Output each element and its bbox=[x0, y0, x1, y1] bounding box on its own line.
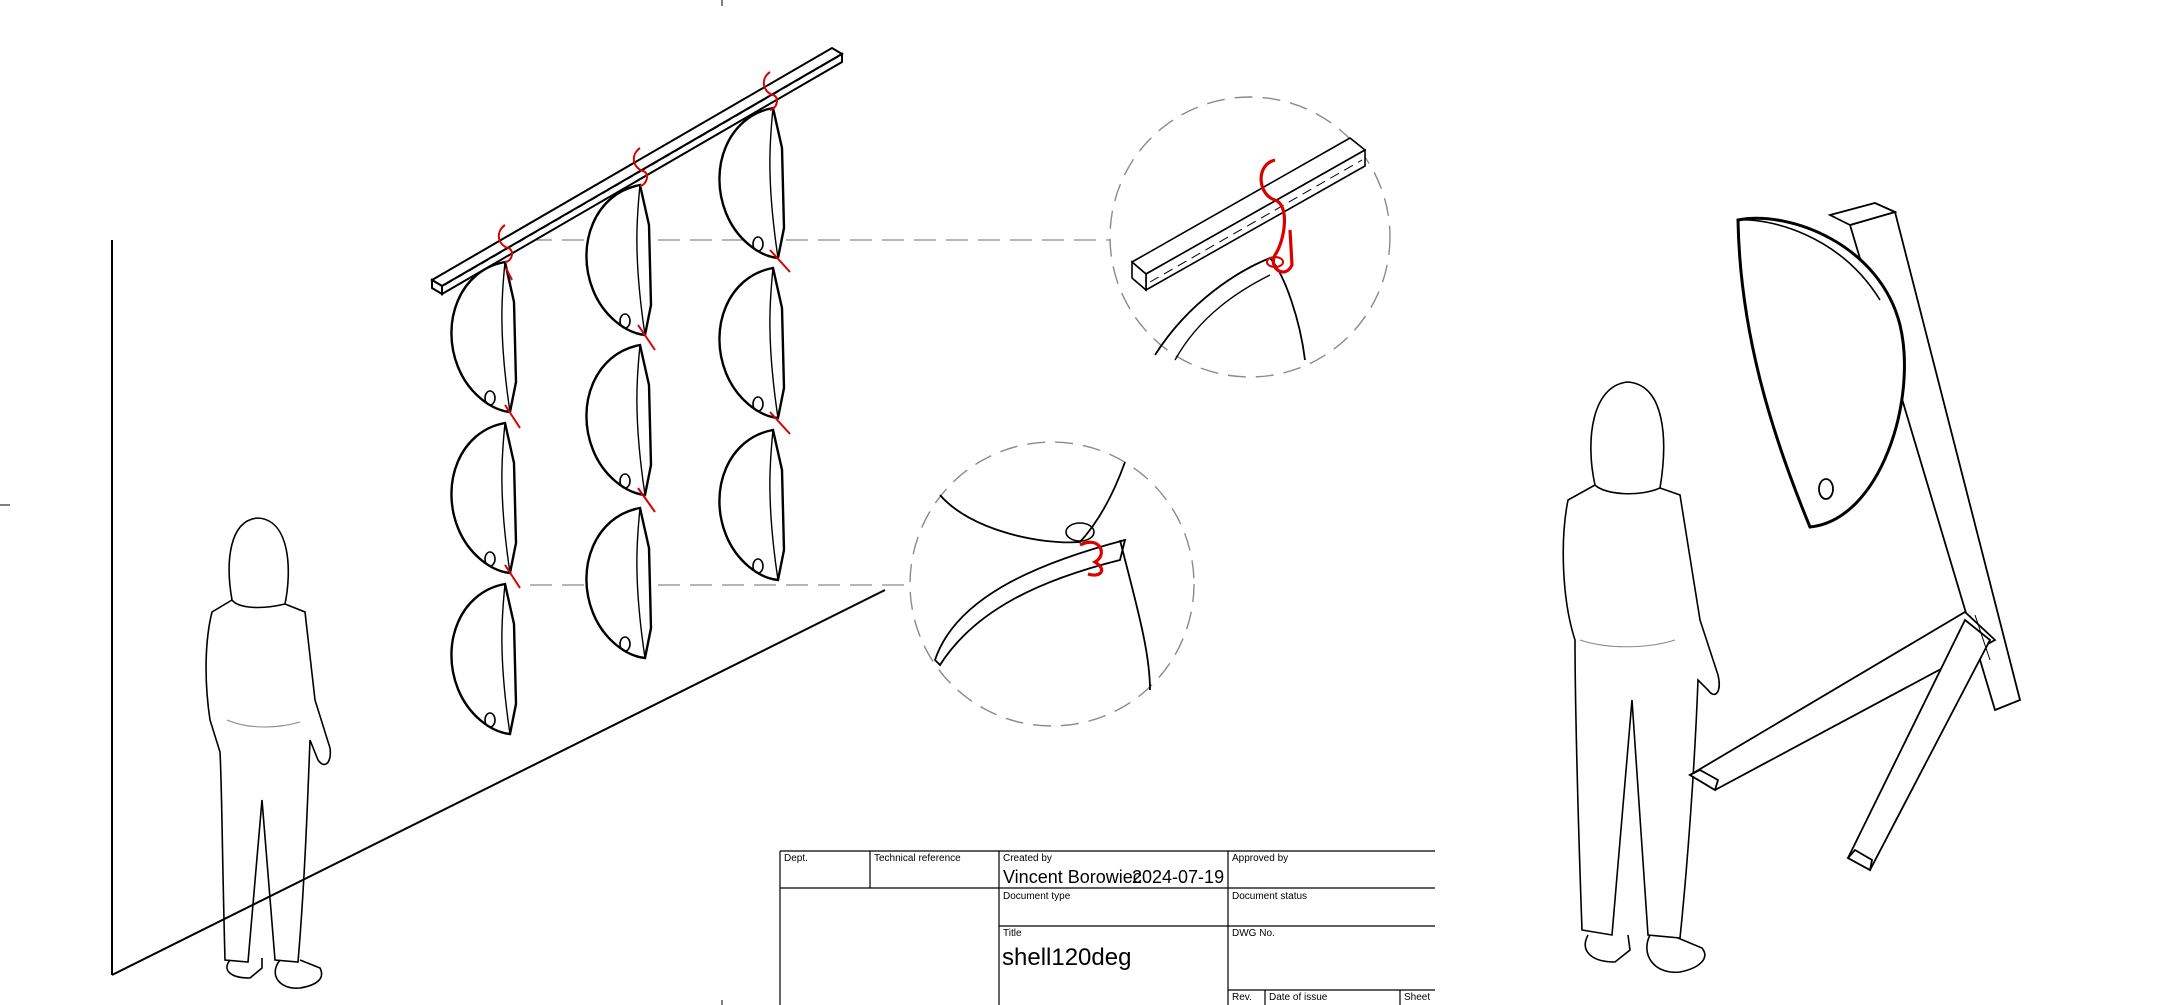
document-status-label: Document status bbox=[1232, 891, 1308, 902]
dept-label: Dept. bbox=[784, 853, 808, 864]
approved-by-label: Approved by bbox=[1232, 853, 1289, 864]
created-by-value: Vincent Borowiec bbox=[1003, 867, 1142, 887]
hook-connectors bbox=[497, 71, 791, 589]
title-label: Title bbox=[1003, 928, 1022, 939]
drawing-title: shell120deg bbox=[1002, 944, 1132, 971]
dwg-no-label: DWG No. bbox=[1232, 928, 1275, 939]
title-block-grid bbox=[779, 850, 1435, 1005]
sheet-label: Sheet bbox=[1404, 992, 1431, 1003]
rev-label: Rev. bbox=[1232, 992, 1252, 1003]
technical-reference-label: Technical reference bbox=[874, 853, 961, 864]
detail-callout-link bbox=[909, 441, 1195, 727]
created-by-label: Created by bbox=[1003, 853, 1052, 864]
person-figure-left bbox=[205, 517, 332, 989]
wall-corner bbox=[111, 240, 886, 976]
shell-array bbox=[450, 106, 786, 736]
date-of-issue-label: Date of issue bbox=[1269, 992, 1328, 1003]
person-figure-right bbox=[1562, 381, 1720, 973]
detail-callout-rail bbox=[1109, 96, 1391, 378]
created-date: 2024-07-19 bbox=[1132, 867, 1225, 887]
standing-shell bbox=[1736, 216, 1906, 529]
document-type-label: Document type bbox=[1003, 891, 1071, 902]
